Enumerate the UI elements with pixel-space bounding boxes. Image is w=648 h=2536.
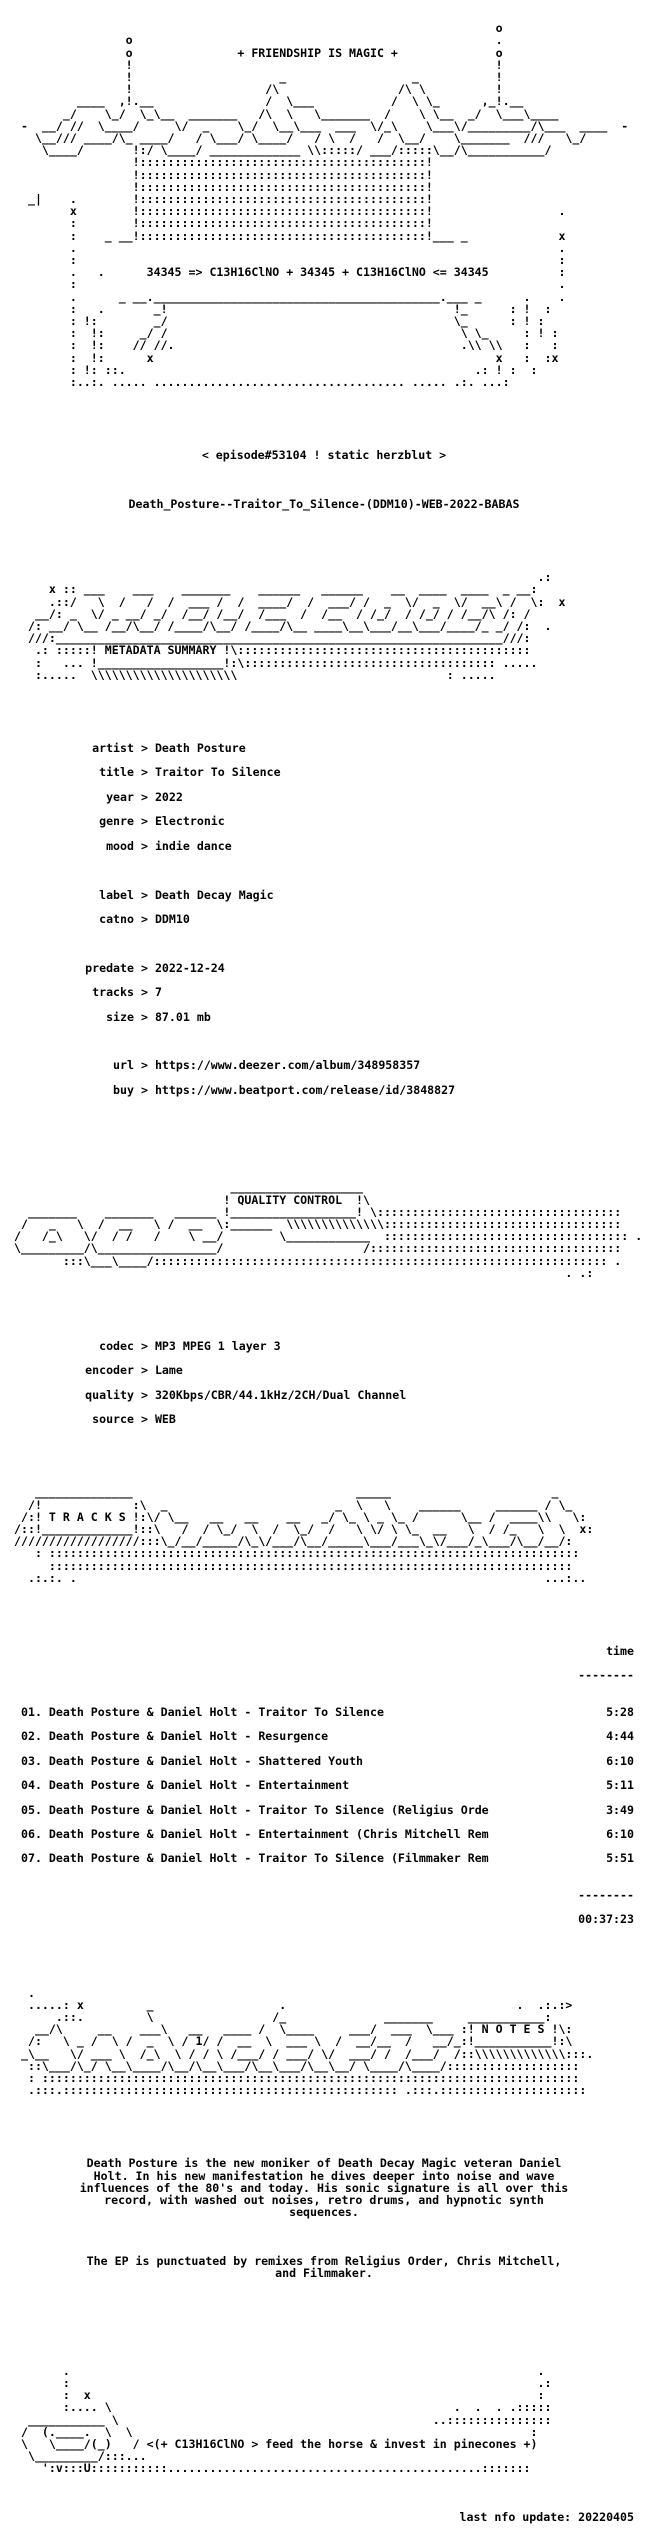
quality-encoder: encoder > Lame — [85, 1363, 183, 1378]
track-row: 05. Death Posture & Daniel Holt - Traito… — [20, 1802, 634, 1817]
footer-ascii-art: . . : .: : x — [20, 2363, 552, 2476]
track-row: 01. Death Posture & Daniel Holt - Traito… — [20, 1704, 634, 1719]
quality-source: source > WEB — [92, 1412, 176, 1427]
track-row: 04. Death Posture & Daniel Holt - Entert… — [20, 1778, 634, 1793]
meta-year: year > 2022 — [106, 789, 183, 804]
deezer-link[interactable]: https://www.deezer.com/album/348958357 — [154, 1058, 421, 1073]
meta-tracks: tracks > 7 — [92, 985, 162, 1000]
notes-ascii-art: . .....: x _ . . .:.:> .::. \ /_ _______… — [20, 1985, 594, 2098]
track-row: 02. Death Posture & Daniel Holt - Resurg… — [20, 1729, 634, 1744]
footer-tagline: <(+ C13H16ClNO > feed the horse & invest… — [146, 2437, 538, 2451]
last-update: last nfo update: 20220405 — [459, 2510, 634, 2525]
release-name: Death_Posture--Traitor_To_Silence-(DDM10… — [128, 497, 520, 512]
meta-catno: catno > DDM10 — [99, 911, 190, 926]
track-row: 03. Death Posture & Daniel Holt - Shatte… — [20, 1753, 634, 1768]
meta-label: label > Death Decay Magic — [99, 887, 274, 902]
time-header: time — [606, 1643, 634, 1658]
beatport-link[interactable]: https://www.beatport.com/release/id/3848… — [154, 1082, 456, 1097]
meta-size: size > 87.01 mb — [106, 1009, 211, 1024]
notes-paragraph-2: The EP is punctuated by remixes from Rel… — [86, 2254, 562, 2281]
meta-genre: genre > Electronic — [99, 814, 225, 829]
quality-quality: quality > 320Kbps/CBR/44.1kHz/2CH/Dual C… — [85, 1387, 407, 1402]
notes-paragraph-1: Death Posture is the new moniker of Deat… — [79, 2156, 569, 2220]
track-row: 06. Death Posture & Daniel Holt - Entert… — [20, 1826, 634, 1841]
header-ascii-art: o o . o + FRIENDSHIP IS MAGIC + o ! — [20, 21, 629, 390]
total-separator: -------- — [578, 1887, 634, 1902]
quality-codec: codec > MP3 MPEG 1 layer 3 — [99, 1338, 281, 1353]
nfo-document: o o . o + FRIENDSHIP IS MAGIC + o ! — [14, 10, 643, 2536]
meta-predate: predate > 2022-12-24 — [85, 960, 225, 975]
time-separator: -------- — [578, 1668, 634, 1683]
track-row: 07. Death Posture & Daniel Holt - Traito… — [20, 1851, 634, 1866]
metadata-ascii-art: .: x :: ___ ___ _______ ______ ______ __… — [27, 570, 566, 682]
meta-buy[interactable]: buy > https://www.beatport.com/release/i… — [113, 1082, 456, 1097]
tracks-ascii-art: ______________ _____ _ /! :\ _ _ \ \ ___… — [14, 1485, 594, 1585]
meta-mood: mood > indie dance — [106, 838, 232, 853]
tracklist: 01. Death Posture & Daniel Holt - Traito… — [14, 1706, 634, 1865]
meta-title: title > Traitor To Silence — [99, 765, 281, 780]
meta-url[interactable]: url > https://www.deezer.com/album/34895… — [113, 1058, 421, 1073]
episode-line: < episode#53104 ! static herzblut > — [201, 448, 447, 463]
total-time: 00:37:23 — [578, 1912, 634, 1927]
quality-ascii-art: ___________________ ! QUALITY CONTROL !\… — [14, 1180, 643, 1280]
meta-artist: artist > Death Posture — [92, 741, 246, 756]
